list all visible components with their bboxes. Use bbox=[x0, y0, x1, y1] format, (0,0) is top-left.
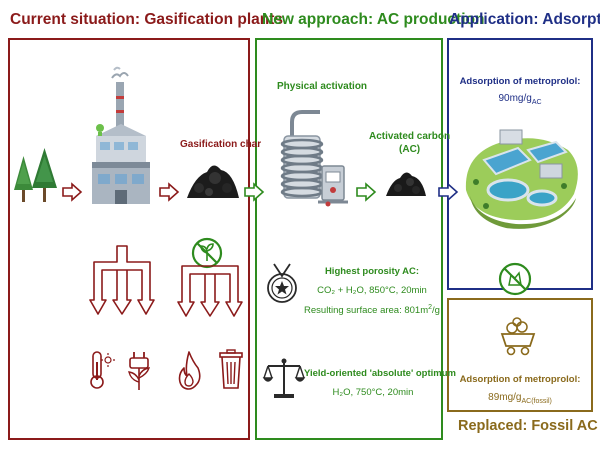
replaced-value-main: 89mg/g bbox=[488, 392, 522, 403]
trash-can-icon bbox=[219, 349, 243, 389]
label-physical-activation: Physical activation bbox=[277, 81, 368, 92]
panel-current-situation bbox=[8, 38, 250, 440]
surface-area-suffix: /g bbox=[432, 305, 440, 317]
flame-icon bbox=[178, 351, 201, 390]
thermometer-sun-icon bbox=[90, 351, 115, 389]
arrow-right-icon bbox=[244, 182, 265, 202]
application-value-main: 90mg/g bbox=[498, 93, 532, 104]
no-fossil-icon bbox=[498, 262, 532, 296]
label-gasification-char: Gasification char bbox=[180, 139, 262, 150]
char-pile-icon bbox=[187, 165, 239, 198]
title-new-approach: New approach: AC production bbox=[262, 11, 485, 28]
replaced-adsorption-value: 89mg/gAC(fossil) bbox=[449, 392, 591, 405]
surface-area-exponent: 2 bbox=[428, 304, 433, 311]
branch-arrow-icon bbox=[177, 265, 243, 317]
application-adsorption-title: Adsorption of metroprolol: bbox=[459, 76, 581, 87]
arrow-right-icon bbox=[62, 182, 83, 202]
yield-optimum-title: Yield-oriented 'absolute' optimum bbox=[304, 368, 456, 379]
panel-replaced bbox=[447, 298, 593, 412]
label-activated-carbon: Activated carbon (AC) bbox=[369, 130, 450, 156]
arrow-right-icon bbox=[356, 182, 377, 202]
application-value-sub: AC bbox=[531, 99, 542, 106]
no-plant-icon bbox=[191, 237, 223, 269]
coal-cart-icon bbox=[500, 317, 536, 356]
activated-carbon-line1: Activated carbon bbox=[369, 131, 451, 142]
highest-porosity-title: Highest porosity AC: bbox=[324, 266, 420, 277]
plug-plant-icon bbox=[128, 352, 151, 390]
coil-reactor-icon bbox=[280, 110, 348, 207]
balance-scale-icon bbox=[262, 358, 306, 398]
highest-porosity-conditions: CO₂ + H₂O, 850°C, 20min bbox=[317, 285, 427, 296]
title-application: Application: Adsorption bbox=[449, 11, 600, 28]
factory-icon bbox=[92, 66, 150, 204]
surface-area: Resulting surface area: 801m2/g bbox=[302, 304, 442, 316]
activated-carbon-pile-icon bbox=[386, 172, 426, 196]
replaced-adsorption-title: Adsorption of metroprolol: bbox=[459, 374, 581, 385]
surface-area-prefix: Resulting surface area: 801m bbox=[304, 305, 429, 317]
branch-arrow-icon bbox=[89, 245, 155, 315]
title-current-situation: Current situation: Gasification plants bbox=[10, 11, 283, 28]
arrow-right-icon bbox=[159, 182, 180, 202]
tree-icon bbox=[14, 148, 57, 202]
panel-new-approach bbox=[255, 38, 443, 440]
title-replaced: Replaced: Fossil AC bbox=[458, 418, 598, 434]
water-treatment-plant-icon bbox=[465, 129, 578, 229]
activated-carbon-line2: (AC) bbox=[399, 144, 421, 155]
medal-star-icon bbox=[267, 263, 297, 303]
arrow-right-icon bbox=[438, 182, 459, 202]
application-adsorption-value: 90mg/gAC bbox=[449, 93, 591, 106]
yield-optimum-conditions: H₂O, 750°C, 20min bbox=[332, 387, 414, 398]
replaced-value-sub: AC(fossil) bbox=[521, 398, 552, 405]
